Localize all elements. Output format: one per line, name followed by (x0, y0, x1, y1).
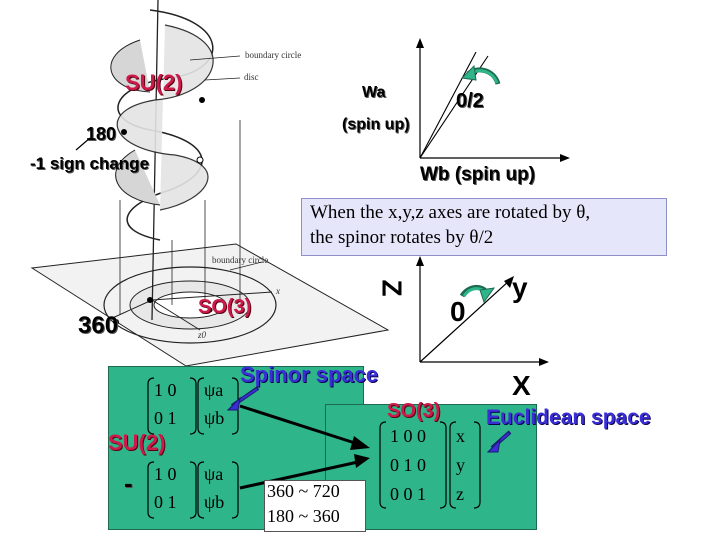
wa-spin-label: (spin up) (342, 116, 410, 133)
psi-b-upper: ψb (204, 408, 225, 428)
so3-box-label: SO(3) (387, 400, 441, 422)
spinor-space-title: Spinor space (240, 362, 379, 387)
vector-y: y (456, 455, 465, 475)
point-360 (113, 319, 119, 325)
y-axis-label: y (512, 272, 528, 303)
x-axis-label: x (276, 286, 280, 296)
disc-label: disc (244, 72, 259, 82)
theta-half-label: 0/2 (456, 90, 484, 112)
x-axis-label-3d: X (512, 370, 531, 401)
mapping-arrow-lower (239, 460, 359, 490)
su2-box-label: SU(2) (108, 430, 166, 455)
point-180 (121, 129, 127, 135)
diag-axis-line (107, 299, 153, 321)
so3-matrix-row2: 0 1 0 (390, 455, 426, 475)
boundary-circle-top-label: boundary circle (245, 50, 302, 60)
helix-ribbon-2 (116, 24, 214, 211)
wb-label: Wb (spin up) (420, 164, 536, 185)
su2-matrix-upper-row1: 1 0 (154, 380, 177, 400)
psi-a-lower: ψa (204, 464, 224, 484)
su2-helix-label: SU(2) (125, 70, 183, 95)
boundary-circle-bottom-label: boundary circle (212, 255, 269, 265)
su2-matrix-lower-row2: 0 1 (154, 492, 177, 512)
mapping-arrow-upper (239, 404, 359, 446)
minus-sign: - (124, 468, 133, 498)
psi-a-upper: ψa (204, 380, 224, 400)
boundary-ring-outer (103, 266, 277, 344)
z0-label: z0 (198, 330, 207, 340)
z0-axis-line (151, 299, 201, 331)
y-axis-3d (419, 279, 511, 363)
rotation-note-line2: the spinor rotates by θ/2 (310, 227, 494, 248)
helix-ribbon-3 (110, 39, 151, 93)
euclidean-space-title: Euclidean space (486, 406, 651, 429)
label-360: 360 (78, 312, 119, 339)
so3-matrix-row1: 1 0 0 (390, 426, 426, 446)
rotation-note-line1: When the x,y,z axes are rotated by θ, (310, 202, 591, 223)
angle-line1: 360 ~ 720 (267, 481, 340, 501)
su2-matrix-lower-row1: 1 0 (154, 464, 177, 484)
vertical-axis (151, 0, 159, 321)
so3-helix-label: SO(3) (198, 296, 252, 318)
label-180: 180 (86, 124, 117, 144)
rotated-axis-2 (419, 51, 477, 159)
so3-matrix-row3: 0 0 1 (390, 484, 426, 504)
rotation-note-box: When the x,y,z axes are rotated by θ, th… (301, 198, 667, 256)
theta-label: 0 (450, 296, 466, 327)
vector-z: z (456, 484, 464, 504)
rotated-axis-1 (419, 55, 489, 159)
wa-label: Wa (362, 84, 386, 101)
helix-ribbon-4 (115, 149, 161, 206)
angle-equivalence-box: 360 ~ 720 180 ~ 360 (264, 480, 366, 532)
psi-b-lower: ψb (204, 492, 225, 512)
angle-line2: 180 ~ 360 (267, 506, 340, 526)
su2-matrix-upper-row2: 0 1 (154, 408, 177, 428)
sign-change-label: -1 sign change (30, 154, 150, 173)
vector-x: x (456, 426, 465, 446)
